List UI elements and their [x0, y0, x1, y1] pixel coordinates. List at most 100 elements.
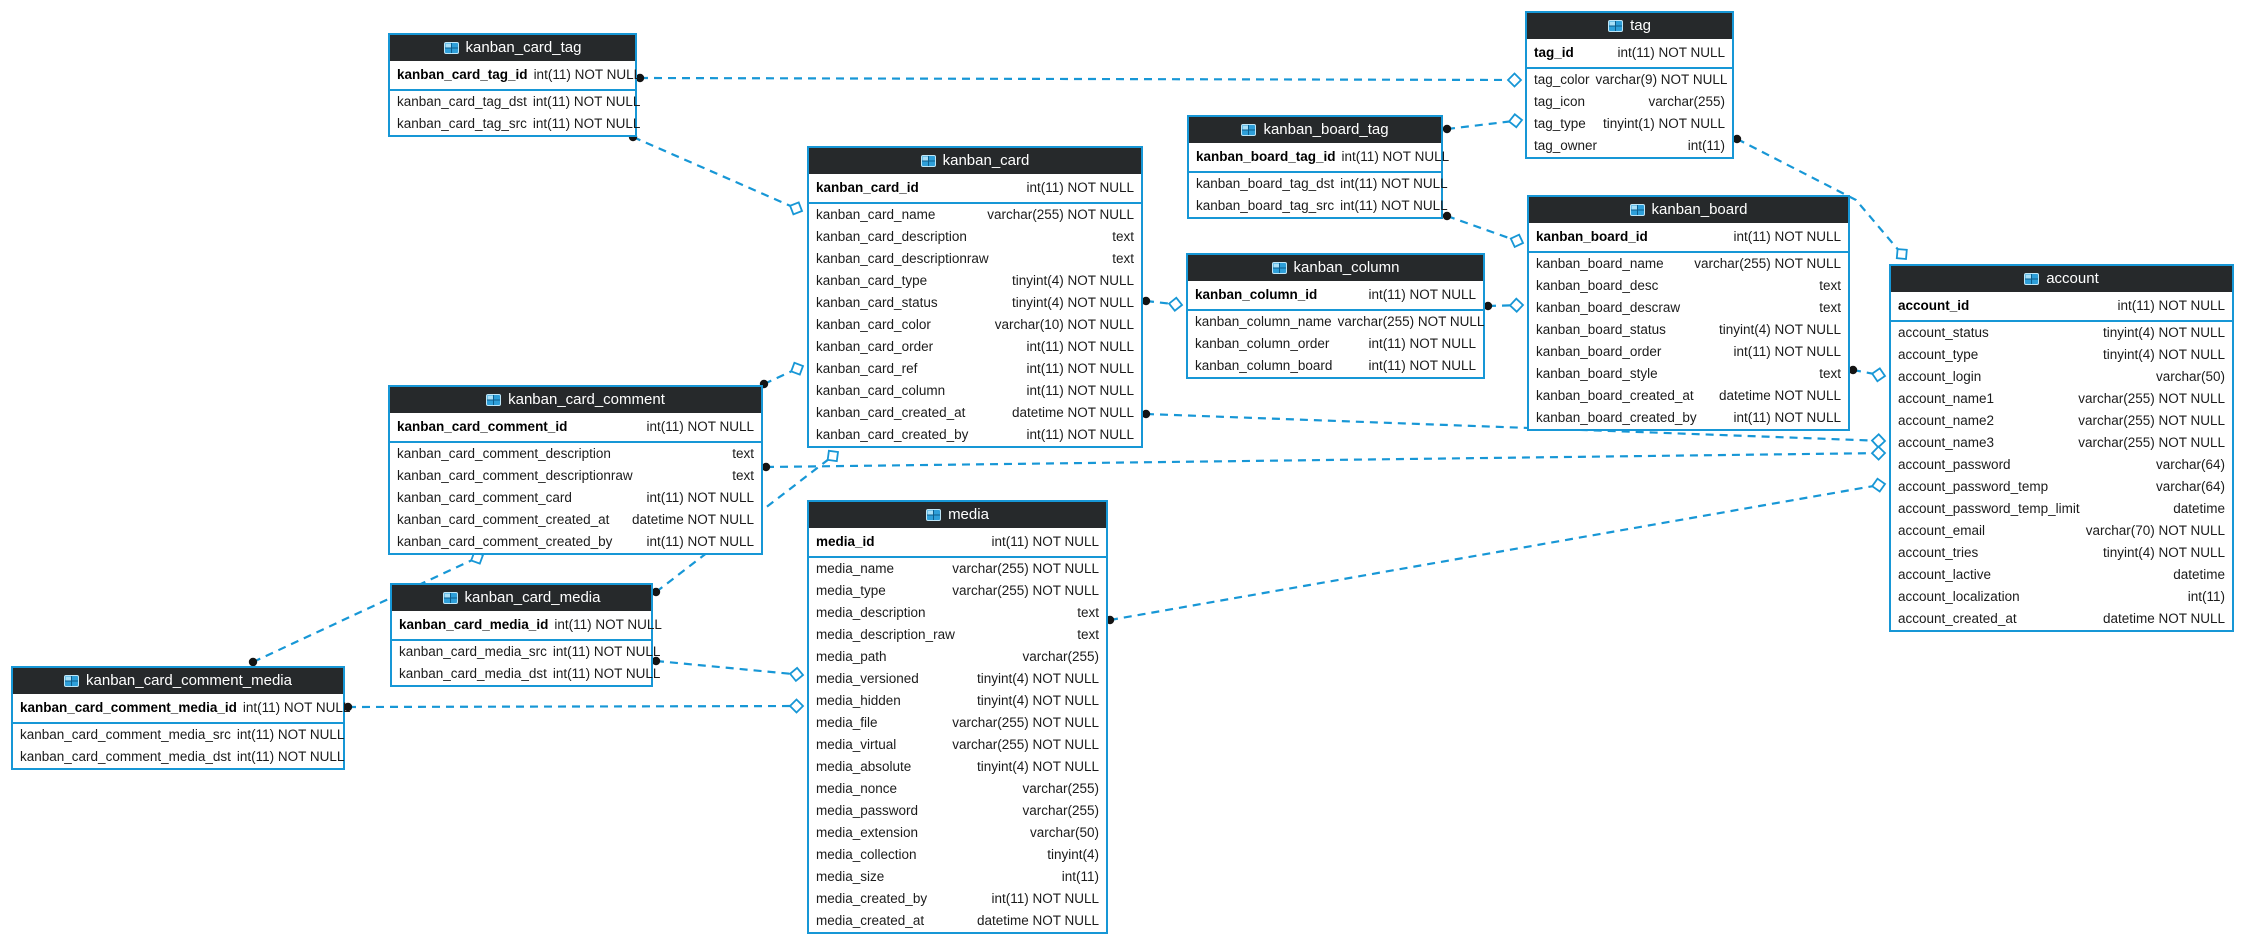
table-header[interactable]: kanban_card	[809, 148, 1141, 174]
relation-kanban_card_comment_media-media[interactable]	[347, 704, 804, 709]
table-header[interactable]: kanban_board	[1529, 197, 1848, 223]
table-header[interactable]: kanban_board_tag	[1189, 117, 1441, 143]
relation-kanban_card_comment-account[interactable]	[765, 451, 1886, 469]
relation-kanban_board-account[interactable]	[1852, 368, 1886, 378]
relation-kanban_card-account[interactable]	[1145, 412, 1886, 443]
table-header[interactable]: kanban_card_tag	[390, 35, 635, 61]
relation-kanban_card_tag-kanban_card[interactable]	[632, 135, 803, 213]
table-header[interactable]: kanban_card_comment	[390, 387, 761, 413]
table-header[interactable]: kanban_card_comment_media	[13, 668, 343, 694]
table-header[interactable]: kanban_card_media	[392, 585, 651, 611]
relation-kanban_card_tag-tag[interactable]	[639, 76, 1522, 82]
relation-tag-account[interactable]	[1736, 138, 1907, 260]
relation-media-account[interactable]	[1109, 482, 1886, 622]
table-header[interactable]: kanban_column	[1188, 255, 1483, 281]
relation-kanban_card_comment_media-kanban_card_comment[interactable]	[252, 554, 484, 663]
table-header[interactable]: tag	[1527, 13, 1732, 39]
table-header[interactable]: account	[1891, 266, 2232, 292]
